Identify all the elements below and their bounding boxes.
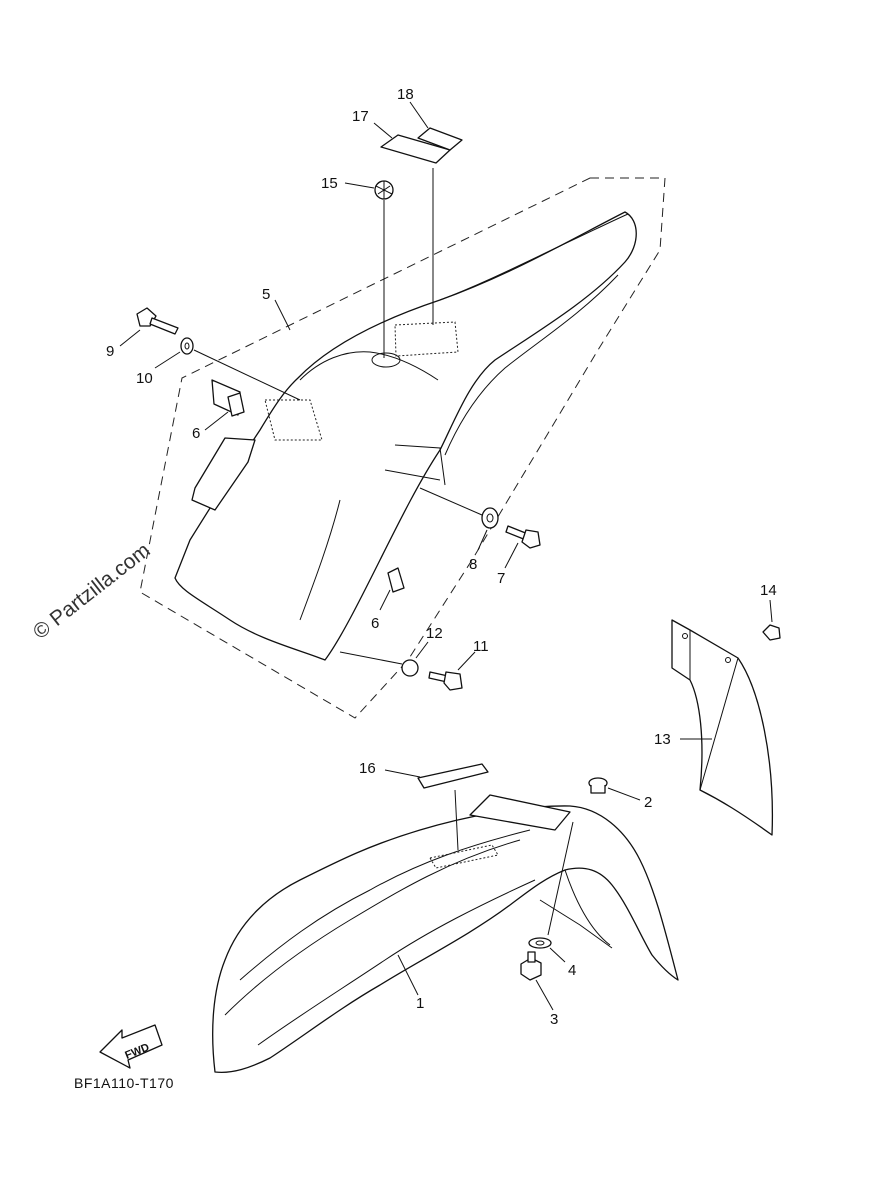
leader-c4: [549, 947, 566, 963]
bolt-3[interactable]: [520, 951, 542, 981]
watermark: © Partzilla.com: [29, 539, 155, 644]
leader-2-line: [547, 821, 574, 936]
callout-8: 8: [469, 556, 477, 573]
leader-c9: [119, 329, 141, 347]
grommet-2[interactable]: [588, 777, 608, 794]
leader-c1: [397, 954, 419, 996]
callout-17: 17: [352, 108, 369, 125]
callout-6-lower: 6: [371, 615, 379, 632]
rear-fender-side-flap: [191, 437, 256, 511]
callout-9: 9: [106, 343, 114, 360]
leader-c16: [384, 769, 421, 778]
leader-c6b: [379, 589, 391, 611]
rear-fender-group-outline: [139, 177, 666, 719]
screw-14[interactable]: [762, 624, 781, 641]
callout-3: 3: [550, 1011, 558, 1028]
leader-c5: [274, 299, 291, 331]
grommet-15[interactable]: [374, 180, 394, 200]
leader-c2: [607, 787, 641, 801]
leader-c10: [154, 351, 181, 369]
leader-c6a: [204, 411, 229, 431]
callout-5: 5: [262, 286, 270, 303]
callout-11: 11: [473, 638, 489, 655]
callout-15: 15: [321, 175, 338, 192]
collar-12[interactable]: [401, 659, 419, 677]
callout-7: 7: [497, 570, 505, 587]
nut-6-upper[interactable]: [227, 392, 245, 417]
callout-14: 14: [760, 582, 777, 599]
leader-c12: [415, 641, 429, 659]
callout-6-upper: 6: [192, 425, 200, 442]
washer-4[interactable]: [528, 937, 552, 949]
leader-c17: [373, 122, 393, 139]
rear-fender[interactable]: [174, 211, 637, 661]
callout-10: 10: [136, 370, 153, 387]
leader-c8: [477, 529, 488, 551]
bolt-11[interactable]: [428, 671, 463, 691]
callout-1: 1: [416, 995, 424, 1012]
callout-18: 18: [397, 86, 414, 103]
bolt-7[interactable]: [505, 525, 541, 549]
label-18[interactable]: [417, 127, 463, 151]
bolt-9[interactable]: [136, 307, 179, 335]
leader-c15: [344, 182, 375, 189]
leader-c18: [409, 101, 429, 129]
leader-16-vertical: [454, 789, 459, 851]
leader-c3: [535, 979, 554, 1011]
callout-13: 13: [654, 731, 671, 748]
grommet-8[interactable]: [481, 507, 499, 529]
front-fender-1[interactable]: [212, 794, 679, 1074]
mud-flap-13[interactable]: [671, 619, 774, 836]
leader-c7: [504, 542, 519, 569]
washer-10[interactable]: [180, 337, 194, 355]
callout-2: 2: [644, 794, 652, 811]
callout-12: 12: [426, 625, 443, 642]
leader-8-line: [419, 487, 483, 516]
decal-16[interactable]: [417, 763, 489, 789]
callout-16: 16: [359, 760, 376, 777]
leader-c11: [457, 651, 476, 671]
leader-c14: [769, 599, 773, 623]
forward-arrow-icon: FWD: [99, 1024, 163, 1069]
callout-4: 4: [568, 962, 576, 979]
nut-6-lower[interactable]: [387, 567, 405, 593]
leader-10-line: [193, 349, 301, 401]
diagram-code: BF1A110-T170: [74, 1075, 174, 1091]
leader-12-line: [339, 651, 403, 665]
